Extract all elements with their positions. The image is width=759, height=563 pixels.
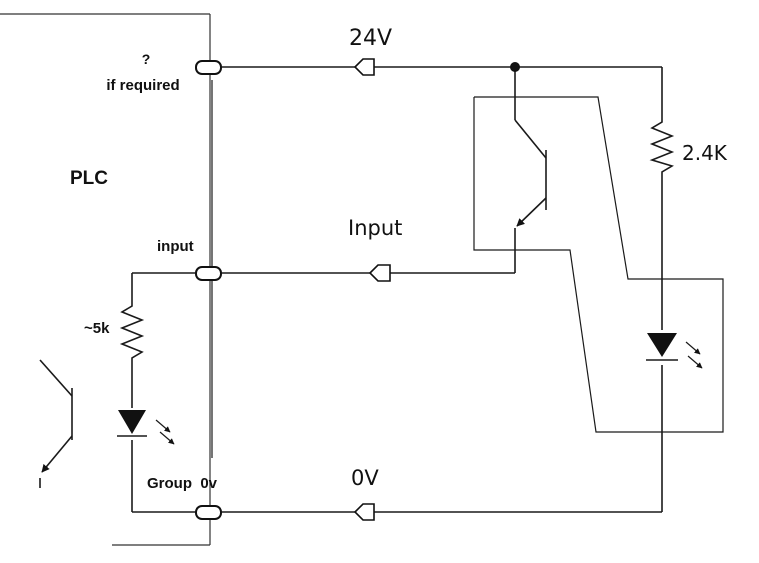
input-line-label: Input: [348, 216, 402, 240]
sensor-connectors: [353, 58, 391, 521]
wire-24v: [220, 62, 663, 120]
sensor-resistor: [649, 118, 675, 330]
supply-24v-label: 24V: [349, 26, 392, 51]
connector-0v: [353, 503, 375, 521]
plc-title: PLC: [70, 168, 108, 189]
terminal-group-0v: [195, 505, 222, 520]
group-0v-label: Group 0v: [147, 475, 218, 492]
wire-0v: [131, 365, 663, 513]
wire-input: [131, 228, 516, 300]
if-required-label: if required: [106, 77, 179, 94]
question-mark-label: ?: [142, 51, 151, 67]
junction-dot: [510, 62, 520, 72]
supply-0v-label: 0V: [351, 466, 379, 490]
terminal-input: [195, 266, 222, 281]
sensor-housing: [473, 96, 724, 433]
connector-input: [368, 264, 391, 282]
connector-24v: [353, 58, 375, 76]
input-terminal-label: input: [157, 238, 194, 255]
plc-led: [117, 410, 175, 445]
sensor-resistor-label: 2.4K: [682, 141, 728, 165]
sensor-led: [646, 333, 703, 369]
plc-resistor-label: ~5k: [84, 320, 110, 337]
terminal-if-required: [195, 60, 222, 75]
plc-phototransistor: [39, 359, 73, 488]
plc-resistor: [119, 300, 145, 408]
terminal-column: [195, 60, 222, 520]
sensor-transistor: [514, 119, 547, 227]
